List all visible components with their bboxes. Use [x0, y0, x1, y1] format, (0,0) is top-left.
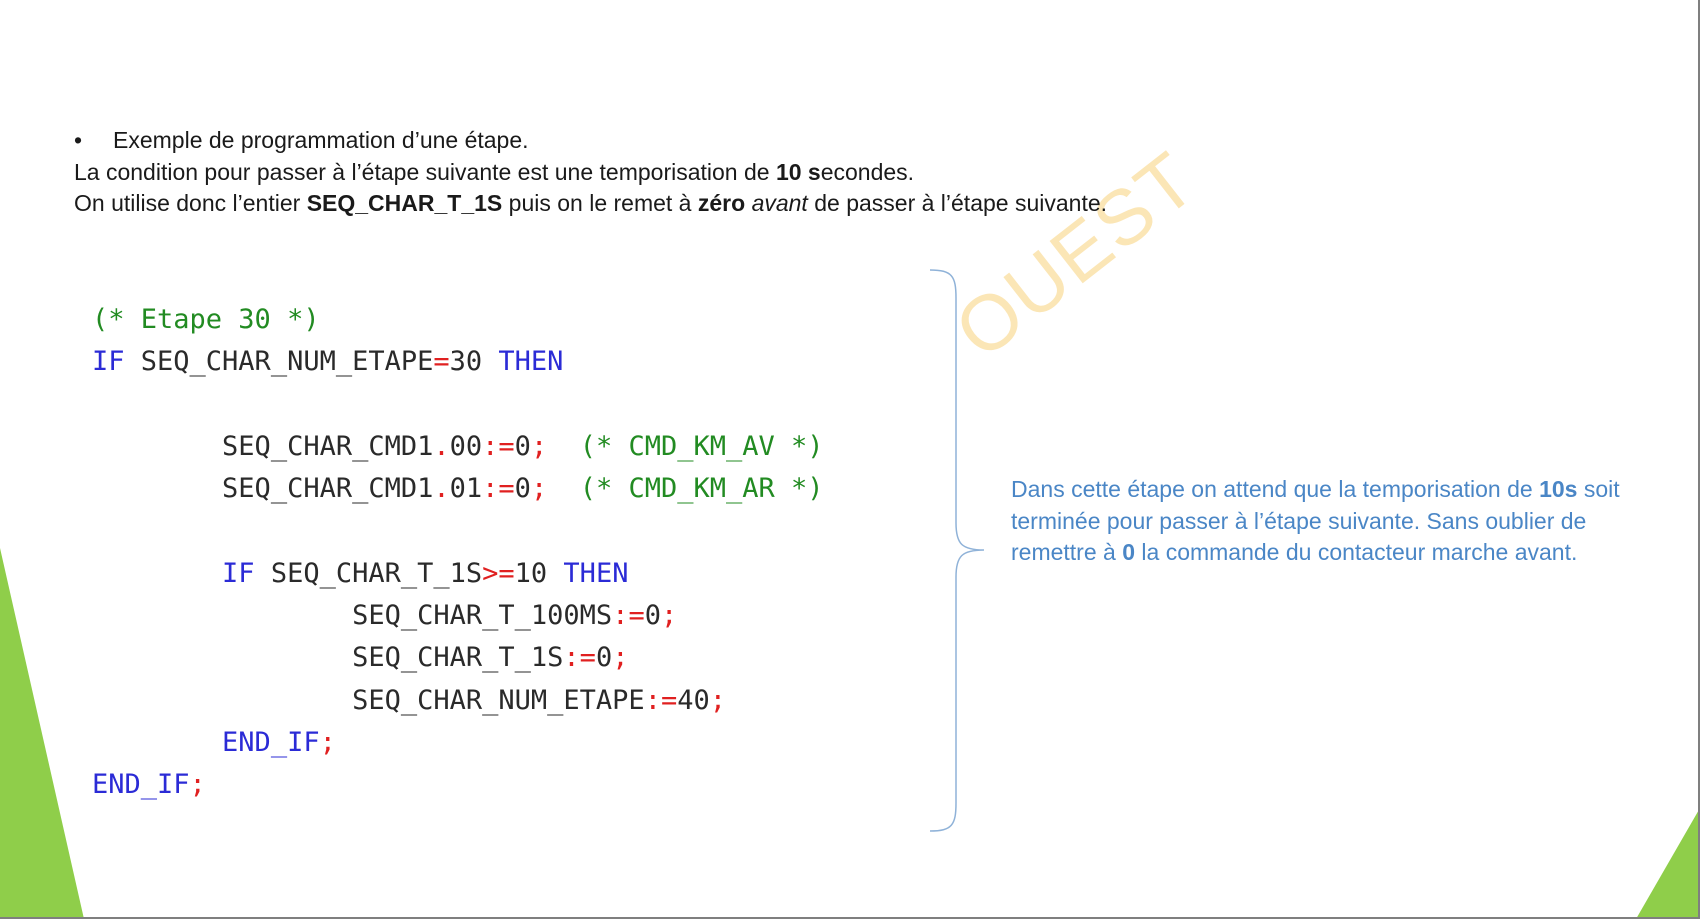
code-line-11: END_IF; [222, 726, 336, 758]
intro-text: •Exemple de programmation d’une étape. L… [74, 125, 1107, 220]
left-green-triangle [0, 548, 84, 919]
frame-border-bottom [0, 917, 1700, 919]
code-line-7: IF SEQ_CHAR_T_1S>=10 THEN [222, 557, 629, 589]
code-line-5: SEQ_CHAR_CMD1.01:=0; (* CMD_KM_AR *) [222, 473, 824, 505]
intro-line-3: On utilise donc l’entier SEQ_CHAR_T_1S p… [74, 190, 1108, 216]
frame-border-right [1698, 0, 1700, 919]
code-line-2: IF SEQ_CHAR_NUM_ETAPE=30 THEN [92, 346, 564, 378]
code-block: (* Etape 30 *) IF SEQ_CHAR_NUM_ETAPE=30 T… [92, 299, 824, 807]
bullet-icon: • [74, 127, 83, 153]
intro-bullet-line: •Exemple de programmation d’une étape. [74, 125, 1107, 157]
code-line-4: SEQ_CHAR_CMD1.00:=0; (* CMD_KM_AV *) [222, 430, 824, 462]
code-line-8: SEQ_CHAR_T_100MS:=0; [352, 600, 678, 632]
code-line-9: SEQ_CHAR_T_1S:=0; [352, 642, 629, 674]
curly-brace-icon [929, 269, 985, 832]
code-line-blank [92, 510, 824, 552]
right-green-triangle [1636, 808, 1700, 919]
code-line-10: SEQ_CHAR_NUM_ETAPE:=40; [352, 684, 726, 716]
intro-line-2: La condition pour passer à l’étape suiva… [74, 158, 915, 185]
code-line-blank [92, 384, 824, 426]
explanation-note: Dans cette étape on attend que la tempor… [1011, 476, 1620, 565]
code-line-12: END_IF; [92, 769, 206, 801]
code-line-1: (* Etape 30 *) [92, 304, 320, 335]
